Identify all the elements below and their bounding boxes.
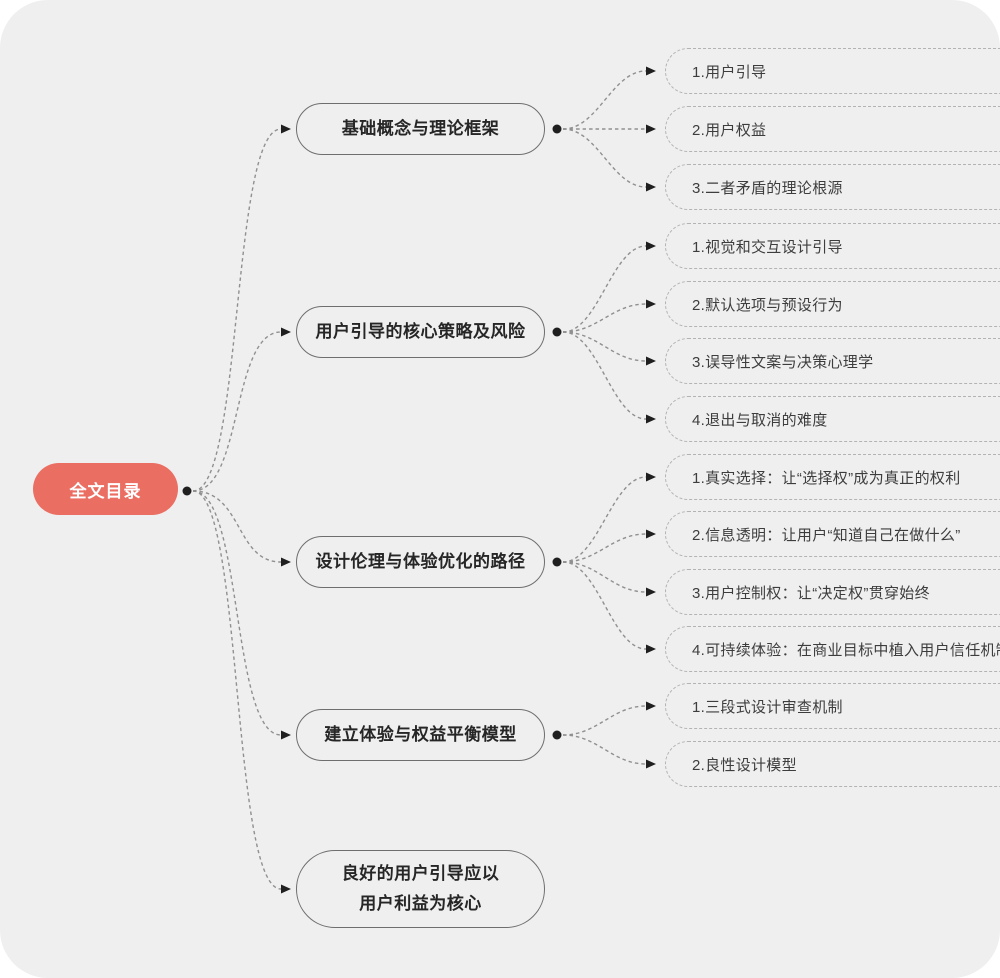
leaf-node-2-3[interactable]: 3.误导性文案与决策心理学	[665, 338, 1000, 384]
root-node[interactable]: 全文目录	[33, 463, 178, 515]
branch-node-4-label: 建立体验与权益平衡模型	[324, 725, 517, 745]
leaf-node-3-4[interactable]: 4.可持续体验：在商业目标中植入用户信任机制	[665, 626, 1000, 672]
branch-node-5-label: 良好的用户引导应以 用户利益为核心	[341, 864, 500, 913]
branch-node-5[interactable]: 良好的用户引导应以 用户利益为核心	[296, 850, 545, 928]
leaf-node-1-1-label: 1.用户引导	[692, 63, 767, 81]
leaf-node-2-1[interactable]: 1.视觉和交互设计引导	[665, 223, 1000, 269]
arrow-b1-l3	[646, 182, 656, 192]
branch-node-3-label: 设计伦理与体验优化的路径	[315, 552, 526, 572]
arrow-b1-l1	[646, 66, 656, 76]
leaf-node-2-3-label: 3.误导性文案与决策心理学	[692, 353, 874, 371]
arrow-b2-l4	[646, 414, 656, 424]
branch3-connector-dot	[552, 557, 562, 567]
branch-node-1-label: 基础概念与理论框架	[341, 119, 500, 139]
leaf-node-1-2-label: 2.用户权益	[692, 121, 767, 139]
branch1-connector-dot	[552, 124, 562, 134]
branch-node-1[interactable]: 基础概念与理论框架	[296, 103, 545, 155]
leaf-node-3-4-label: 4.可持续体验：在商业目标中植入用户信任机制	[692, 641, 1000, 659]
arrow-branch2	[281, 327, 291, 337]
leaf-node-2-2[interactable]: 2.默认选项与预设行为	[665, 281, 1000, 327]
arrow-b4-l2	[646, 759, 656, 769]
leaf-node-1-1[interactable]: 1.用户引导	[665, 48, 1000, 94]
branch-node-3[interactable]: 设计伦理与体验优化的路径	[296, 536, 545, 588]
leaf-node-4-1-label: 1.三段式设计审查机制	[692, 698, 843, 716]
leaf-node-3-3-label: 3.用户控制权：让“决定权”贯穿始终	[692, 584, 930, 602]
edge-b2-l4	[562, 331, 647, 420]
edge-b1-l1	[562, 70, 647, 130]
leaf-node-1-3[interactable]: 3.二者矛盾的理论根源	[665, 164, 1000, 210]
edge-b3-l1	[562, 476, 647, 563]
arrow-b3-l1	[646, 472, 656, 482]
edge-root-branch2	[192, 331, 282, 492]
leaf-node-2-4[interactable]: 4.退出与取消的难度	[665, 396, 1000, 442]
leaf-node-1-3-label: 3.二者矛盾的理论根源	[692, 179, 843, 197]
edge-root-branch1	[192, 128, 282, 492]
arrow-b2-l1	[646, 241, 656, 251]
edge-root-branch5	[192, 490, 282, 890]
arrow-b4-l1	[646, 701, 656, 711]
leaf-node-4-2[interactable]: 2.良性设计模型	[665, 741, 1000, 787]
arrow-b2-l2	[646, 299, 656, 309]
branch-node-2-label: 用户引导的核心策略及风险	[315, 322, 526, 342]
leaf-node-2-4-label: 4.退出与取消的难度	[692, 411, 828, 429]
leaf-node-3-1[interactable]: 1.真实选择：让“选择权”成为真正的权利	[665, 454, 1000, 500]
arrow-branch3	[281, 557, 291, 567]
leaf-node-3-1-label: 1.真实选择：让“选择权”成为真正的权利	[692, 469, 961, 487]
arrow-b3-l3	[646, 587, 656, 597]
edge-b2-l1	[562, 245, 647, 333]
edge-root-branch4	[192, 490, 282, 736]
edge-b3-l3	[562, 561, 647, 593]
root-node-label: 全文目录	[69, 481, 142, 501]
arrow-b3-l2	[646, 529, 656, 539]
leaf-node-3-3[interactable]: 3.用户控制权：让“决定权”贯穿始终	[665, 569, 1000, 615]
arrow-branch1	[281, 124, 291, 134]
edge-b4-l1	[562, 705, 647, 736]
branch-node-4[interactable]: 建立体验与权益平衡模型	[296, 709, 545, 761]
arrow-b1-l2	[646, 124, 656, 134]
arrow-branch5	[281, 884, 291, 894]
leaf-node-4-2-label: 2.良性设计模型	[692, 756, 797, 774]
root-connector-dot	[182, 486, 192, 496]
arrow-b2-l3	[646, 356, 656, 366]
leaf-node-3-2-label: 2.信息透明：让用户“知道自己在做什么”	[692, 526, 961, 544]
edge-b2-l2	[562, 303, 647, 333]
edge-b3-l2	[562, 533, 647, 563]
arrow-b3-l4	[646, 644, 656, 654]
leaf-node-2-2-label: 2.默认选项与预设行为	[692, 296, 843, 314]
branch-node-2[interactable]: 用户引导的核心策略及风险	[296, 306, 545, 358]
edge-b2-l3	[562, 331, 647, 362]
branch4-connector-dot	[552, 730, 562, 740]
edge-b1-l3	[562, 128, 647, 188]
leaf-node-3-2[interactable]: 2.信息透明：让用户“知道自己在做什么”	[665, 511, 1000, 557]
edge-b3-l4	[562, 561, 647, 650]
leaf-node-2-1-label: 1.视觉和交互设计引导	[692, 238, 843, 256]
branch2-connector-dot	[552, 327, 562, 337]
edge-root-branch3	[192, 490, 282, 563]
leaf-node-4-1[interactable]: 1.三段式设计审查机制	[665, 683, 1000, 729]
leaf-node-1-2[interactable]: 2.用户权益	[665, 106, 1000, 152]
arrow-branch4	[281, 730, 291, 740]
edge-b4-l2	[562, 734, 647, 765]
